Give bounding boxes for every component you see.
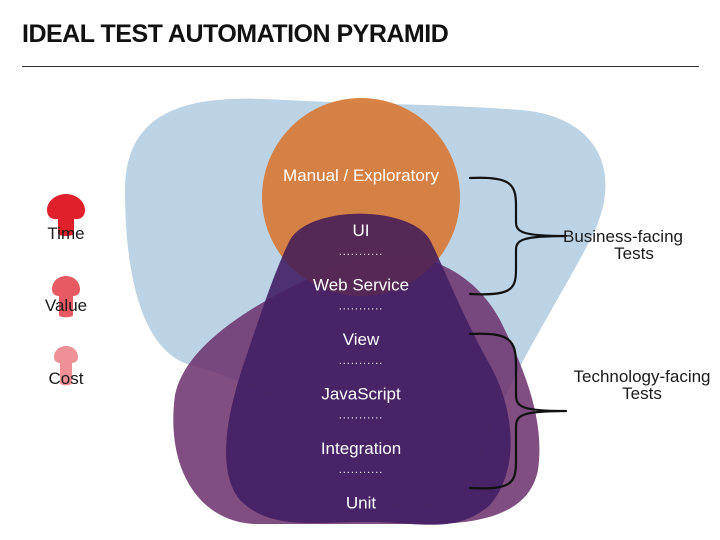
title-divider	[22, 66, 699, 67]
legend-time-label: Time	[47, 224, 84, 243]
legend-time: Time	[47, 194, 85, 243]
cost-up-arrow-icon	[54, 346, 78, 386]
layer-separator: ...........	[339, 410, 384, 422]
layer-label-unit: Unit	[346, 494, 377, 513]
overlap-region	[261, 213, 460, 296]
legend-value-label: Value	[45, 296, 87, 315]
legend-cost: Cost	[49, 346, 84, 388]
layer-label-integration: Integration	[321, 439, 401, 458]
business-facing-label-line1: Business-facing	[563, 227, 683, 246]
technology-facing-label-line1: Technology-facing	[573, 367, 710, 386]
layer-label-javascript: JavaScript	[321, 385, 401, 404]
layer-separator: ...........	[339, 246, 384, 258]
time-up-arrow-icon	[47, 194, 85, 236]
layer-label-web-service: Web Service	[313, 276, 409, 295]
layer-label-ui: UI	[353, 221, 370, 240]
layer-label-view: View	[343, 330, 380, 349]
value-up-arrow-icon	[52, 276, 80, 318]
layer-separator: ...........	[339, 301, 384, 313]
layer-labels: UI........... Web Service........... View.…	[313, 221, 409, 513]
business-bracket-icon	[468, 176, 568, 296]
pyramid-shape	[226, 213, 511, 525]
layer-separator: ...........	[339, 355, 384, 367]
technology-facing-label-line2: Tests	[622, 384, 662, 403]
legend-value: Value	[45, 276, 87, 318]
page-title: IDEAL TEST AUTOMATION PYRAMID	[22, 20, 449, 48]
business-facing-label-line2: Tests	[614, 244, 654, 263]
technology-bracket-icon	[468, 332, 568, 490]
legend-cost-label: Cost	[49, 369, 84, 388]
manual-exploratory-label: Manual / Exploratory	[283, 166, 439, 185]
layer-separator: ...........	[339, 464, 384, 476]
legend: Time Value Cost	[45, 194, 87, 388]
